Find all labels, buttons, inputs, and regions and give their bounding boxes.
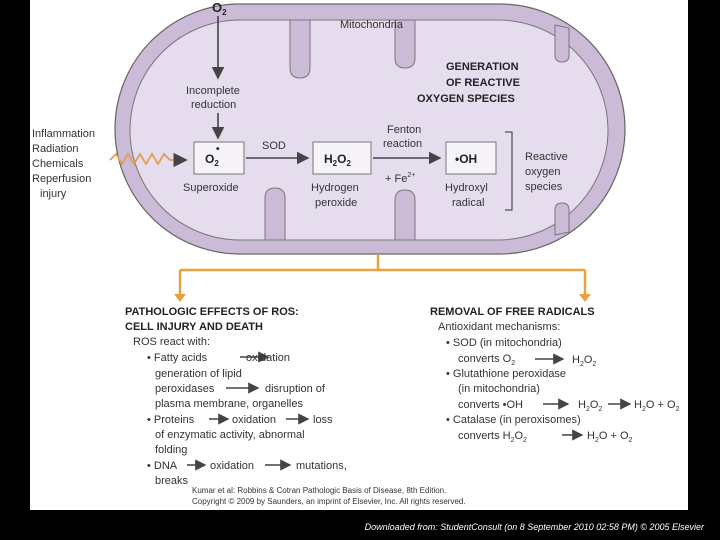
pathologic-line-tail: oxidation — [210, 460, 254, 472]
citation-line-1: Kumar et al: Robbins & Cotran Pathologic… — [192, 486, 446, 495]
superoxide-name: Superoxide — [183, 182, 239, 194]
mitochondria-label: Mitochondria — [340, 19, 404, 31]
pathologic-intro: ROS react with: — [133, 336, 210, 348]
reactive-label-3: species — [525, 181, 563, 193]
hydroxyl-formula: •OH — [455, 152, 477, 166]
generation-title-2: OF REACTIVE — [446, 77, 520, 89]
removal-gpx-location: (in mitochondria) — [458, 383, 540, 395]
peroxide-name-1: Hydrogen — [311, 182, 359, 194]
branch-connector — [178, 254, 587, 296]
cristae — [264, 19, 570, 241]
superoxide-formula: O2 — [205, 152, 219, 168]
pathologic-line: • DNA — [147, 460, 178, 472]
peroxide-formula: H2O2 — [324, 152, 351, 168]
source-injury: injury — [40, 188, 67, 200]
pathologic-list: • Fatty acids oxidation generation of li… — [147, 351, 347, 487]
reactive-bracket — [505, 131, 513, 211]
source-chemicals: Chemicals — [32, 158, 84, 170]
removal-catalase: • Catalase (in peroxisomes) — [446, 414, 581, 426]
source-inflammation: Inflammation — [32, 128, 95, 140]
pathologic-line: folding — [155, 444, 187, 456]
generation-title-1: GENERATION — [446, 61, 519, 73]
generation-title-3: OXYGEN SPECIES — [417, 93, 515, 105]
pathologic-line: generation of lipid — [155, 368, 242, 380]
reactive-label-2: oxygen — [525, 166, 560, 178]
pathologic-line: of enzymatic activity, abnormal — [155, 429, 305, 441]
branch-arrow-left — [174, 294, 186, 302]
pathologic-line: breaks — [155, 475, 189, 487]
superoxide-dot: • — [216, 144, 220, 155]
hydroxyl-name-2: radical — [452, 197, 484, 209]
removal-gpx: • Glutathione peroxidase — [446, 368, 566, 380]
pathologic-line: peroxidases — [155, 383, 215, 395]
removal-sod: • SOD (in mitochondria) — [446, 337, 562, 349]
superoxide-box — [193, 141, 245, 175]
pathologic-title-1: PATHOLOGIC EFFECTS OF ROS: — [125, 306, 299, 318]
pathologic-line: • Fatty acids — [147, 352, 208, 364]
pathologic-line-tail2: loss — [313, 414, 333, 426]
download-footer: Downloaded from: StudentConsult (on 8 Se… — [364, 522, 704, 532]
hydroxyl-box — [445, 141, 497, 175]
removal-sod-result: H2O2 — [572, 354, 596, 368]
pathologic-line: plasma membrane, organelles — [155, 398, 303, 410]
removal-intro: Antioxidant mechanisms: — [438, 321, 560, 333]
pathologic-line-tail2: mutations, — [296, 460, 347, 472]
peroxide-box — [312, 141, 372, 175]
source-radiation: Radiation — [32, 143, 78, 155]
removal-gpx-conversion: converts •OH — [458, 399, 523, 411]
source-reperfusion: Reperfusion — [32, 173, 91, 185]
fenton-label-1: Fenton — [387, 124, 421, 136]
pathologic-line-tail: oxidation — [246, 352, 290, 364]
hydroxyl-name-1: Hydroxyl — [445, 182, 488, 194]
lightning-arrow — [109, 152, 188, 168]
reactive-label-1: Reactive — [525, 151, 568, 163]
citation-line-2: Copyright © 2009 by Saunders, an imprint… — [192, 497, 466, 506]
removal-list: • SOD (in mitochondria) converts O2 H2O2… — [446, 337, 680, 444]
pathologic-line-tail: oxidation — [232, 414, 276, 426]
o2-top-label: O2 — [212, 0, 227, 17]
removal-sod-conversion: converts O2 — [458, 353, 515, 367]
removal-gpx-r1: H2O2 — [578, 399, 602, 413]
incomplete-reduction-1: Incomplete — [186, 85, 240, 97]
ros-sources: Inflammation Radiation Chemicals Reperfu… — [32, 128, 95, 200]
removal-catalase-conversion: converts H2O2 — [458, 430, 527, 444]
fenton-label-2: reaction — [383, 138, 422, 150]
peroxide-name-2: peroxide — [315, 197, 357, 209]
branch-arrow-right — [579, 294, 591, 302]
pathologic-line-tail: disruption of — [265, 383, 326, 395]
removal-catalase-result: H2O + O2 — [587, 430, 633, 444]
pathologic-title-2: CELL INJURY AND DEATH — [125, 321, 263, 333]
removal-gpx-r2: H2O + O2 — [634, 399, 680, 413]
mitochondrion-inner — [129, 19, 609, 241]
fenton-iron: + Fe2+ — [385, 172, 415, 185]
incomplete-reduction-2: reduction — [191, 99, 236, 111]
removal-title: REMOVAL OF FREE RADICALS — [430, 306, 595, 318]
pathologic-line: • Proteins — [147, 414, 195, 426]
sod-label: SOD — [262, 140, 286, 152]
